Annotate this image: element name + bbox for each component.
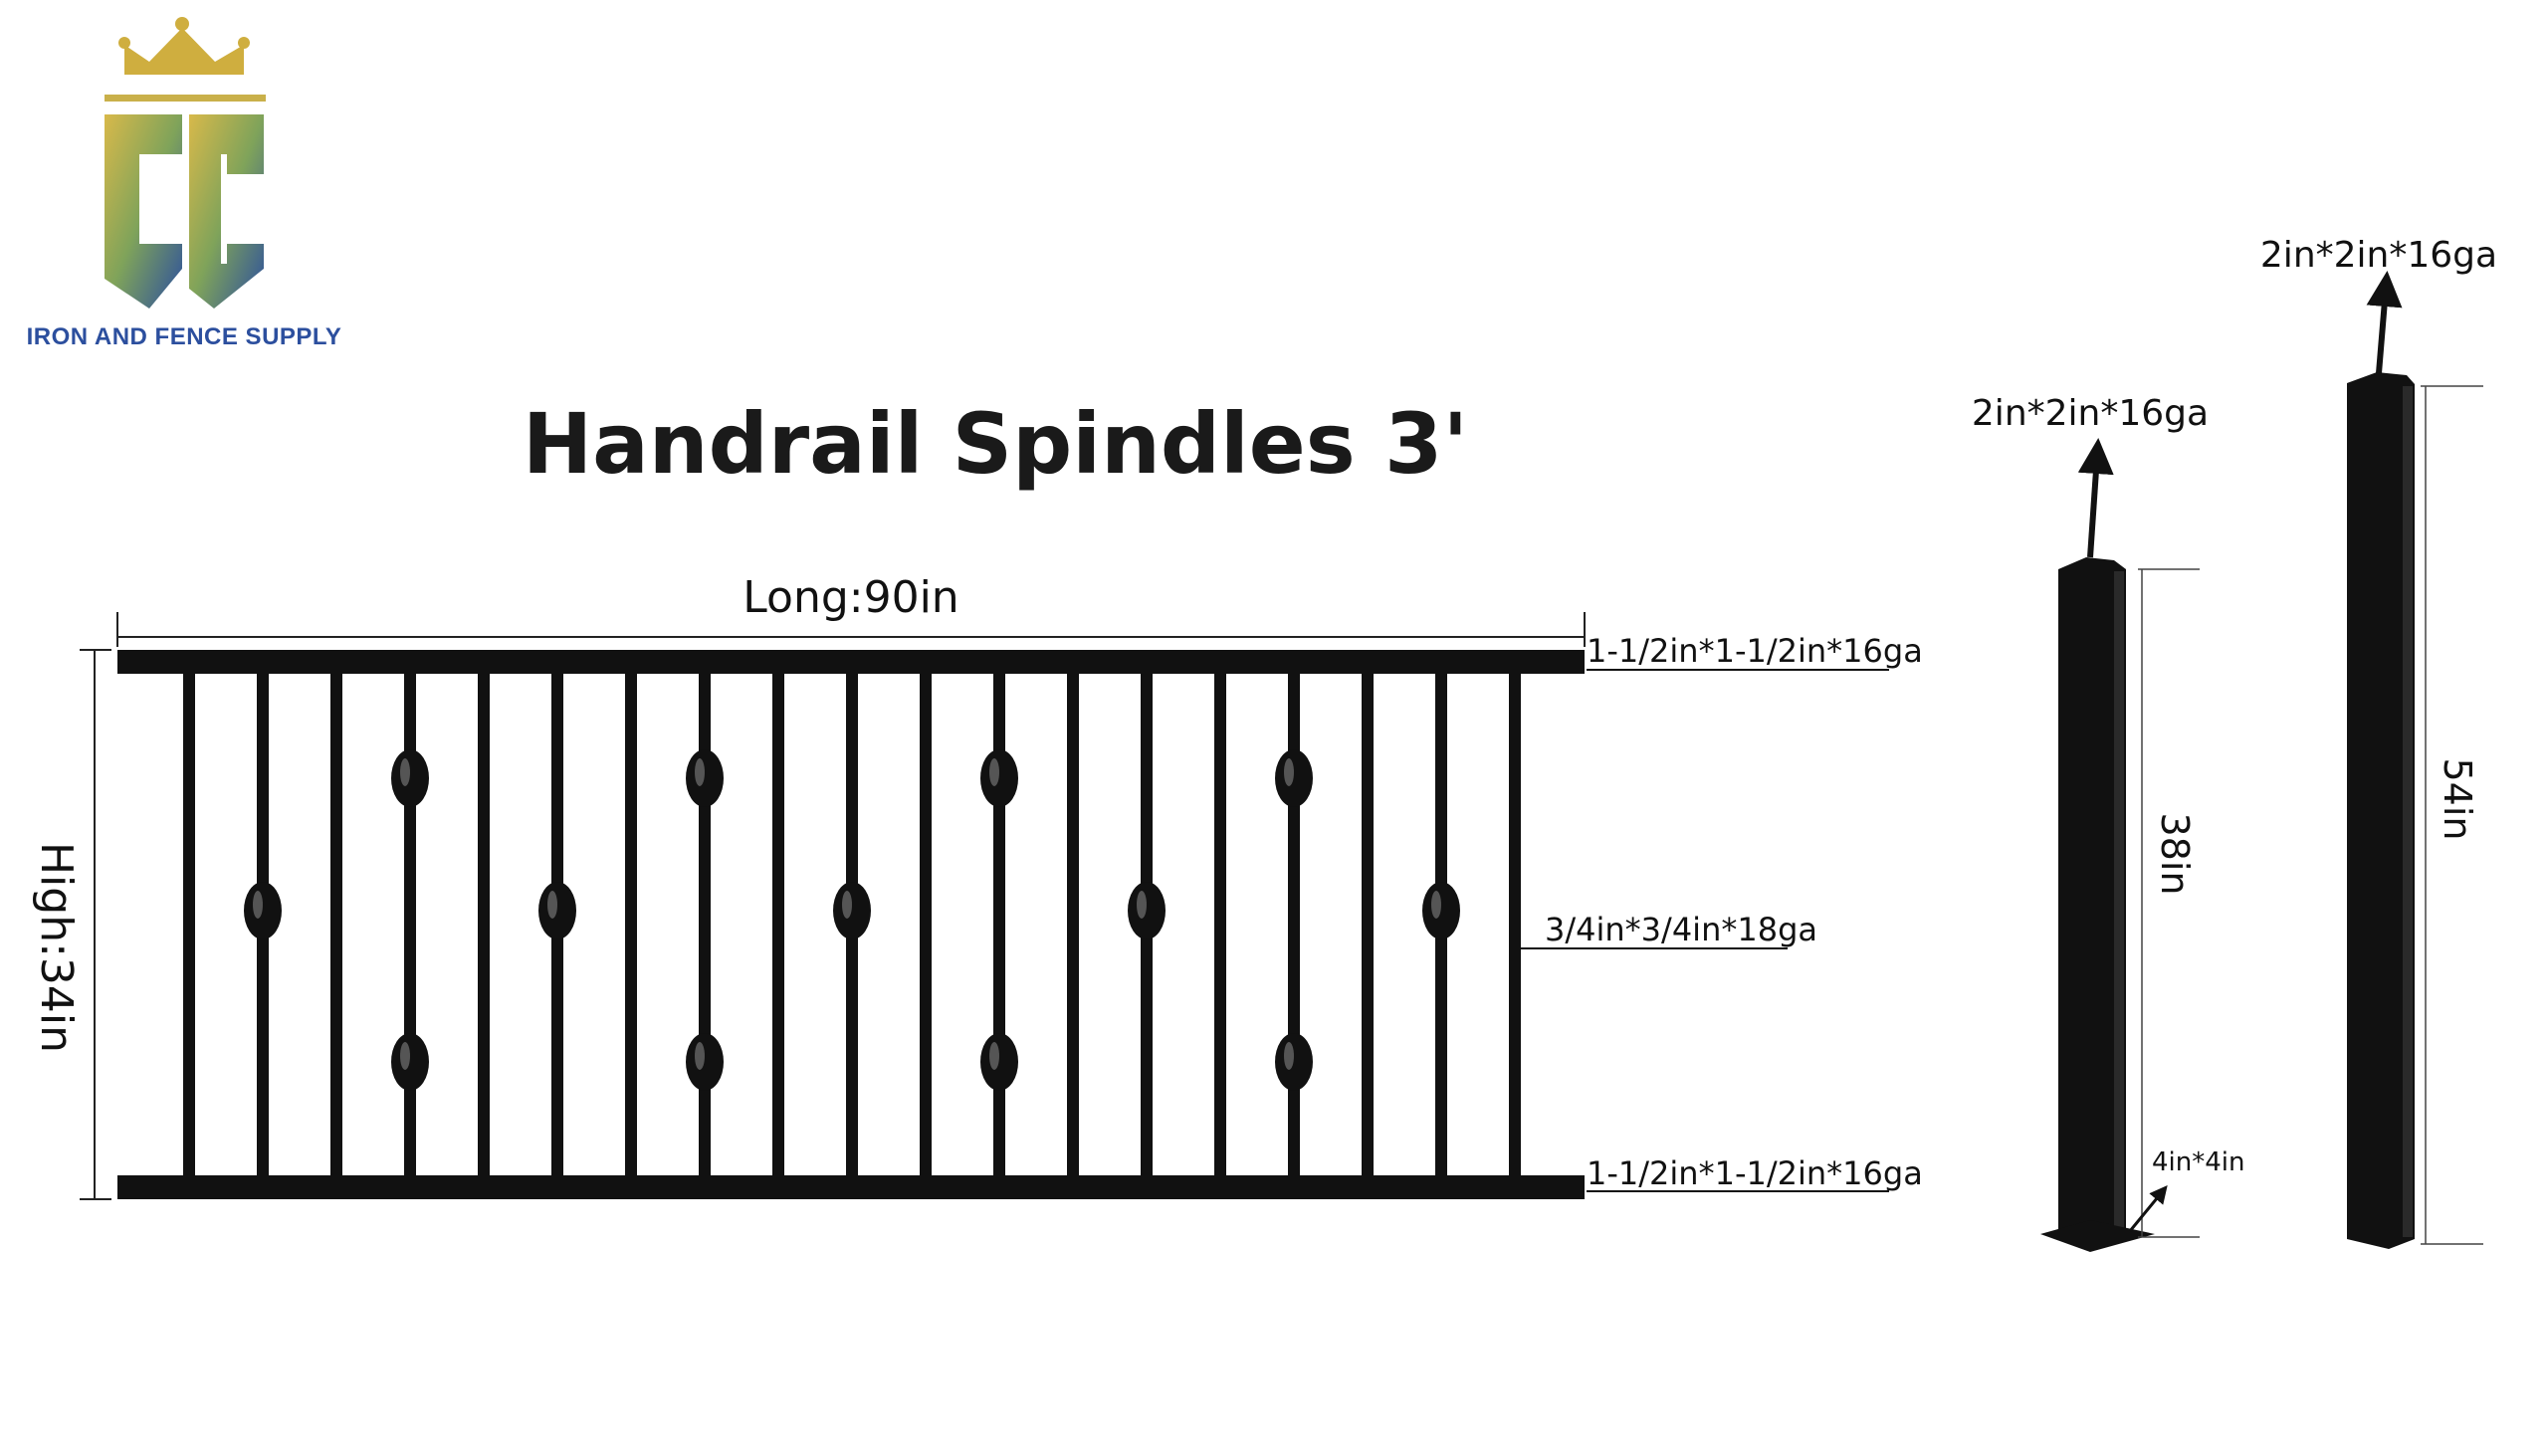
picket bbox=[772, 674, 784, 1175]
picket-knuckle bbox=[1422, 882, 1460, 939]
page-title: Handrail Spindles 3' bbox=[523, 395, 1468, 493]
picket bbox=[1067, 674, 1079, 1175]
picket bbox=[183, 674, 195, 1175]
picket bbox=[1509, 674, 1521, 1175]
picket bbox=[330, 674, 342, 1175]
picket bbox=[699, 674, 711, 1175]
picket-knuckle bbox=[244, 882, 282, 939]
post-1-base-size: 4in*4in bbox=[2152, 1147, 2245, 1177]
picket bbox=[404, 674, 416, 1175]
picket-knuckle bbox=[538, 882, 576, 939]
picket bbox=[478, 674, 490, 1175]
crown-icon bbox=[124, 28, 244, 75]
picket bbox=[920, 674, 932, 1175]
base-plate bbox=[2040, 1220, 2155, 1252]
bottom-rail bbox=[117, 1175, 1585, 1199]
post-38in: 2in*2in*16ga 38in 4in*4in bbox=[1972, 393, 2245, 1252]
post-1-height: 38in bbox=[2153, 813, 2197, 896]
picket-knuckle bbox=[391, 1033, 429, 1091]
post-54in: 2in*2in*16ga 54in bbox=[2260, 235, 2497, 1249]
post-2-spec: 2in*2in*16ga bbox=[2260, 235, 2497, 276]
top-rail bbox=[117, 650, 1585, 674]
post-1-spec: 2in*2in*16ga bbox=[1972, 393, 2209, 434]
picket-knuckle bbox=[391, 749, 429, 807]
picket-knuckle bbox=[980, 1033, 1018, 1091]
picket bbox=[993, 674, 1005, 1175]
picket bbox=[625, 674, 637, 1175]
picket-knuckle bbox=[833, 882, 871, 939]
picket bbox=[1288, 674, 1300, 1175]
logo-shield-icon bbox=[105, 114, 182, 309]
bottom-rail-spec: 1-1/2in*1-1/2in*16ga bbox=[1587, 1154, 1923, 1192]
picket-knuckle bbox=[1128, 882, 1166, 939]
picket-group bbox=[183, 674, 1521, 1175]
picket-knuckle bbox=[980, 749, 1018, 807]
top-rail-spec: 1-1/2in*1-1/2in*16ga bbox=[1587, 632, 1923, 670]
picket bbox=[1214, 674, 1226, 1175]
picket-knuckle bbox=[686, 1033, 724, 1091]
brand-name: IRON AND FENCE SUPPLY bbox=[27, 323, 342, 350]
picket-spec: 3/4in*3/4in*18ga bbox=[1545, 911, 1817, 948]
railing-panel: Long:90in High:34in 1-1/2in*1-1/2in*16ga… bbox=[31, 572, 1923, 1200]
picket bbox=[1362, 674, 1374, 1175]
height-label: High:34in bbox=[31, 842, 82, 1053]
post-2-height: 54in bbox=[2436, 758, 2479, 841]
length-label: Long:90in bbox=[743, 572, 958, 623]
picket-knuckle bbox=[1275, 1033, 1313, 1091]
picket-knuckle bbox=[686, 749, 724, 807]
brand-logo: IRON AND FENCE SUPPLY bbox=[27, 17, 342, 350]
picket-knuckle bbox=[1275, 749, 1313, 807]
